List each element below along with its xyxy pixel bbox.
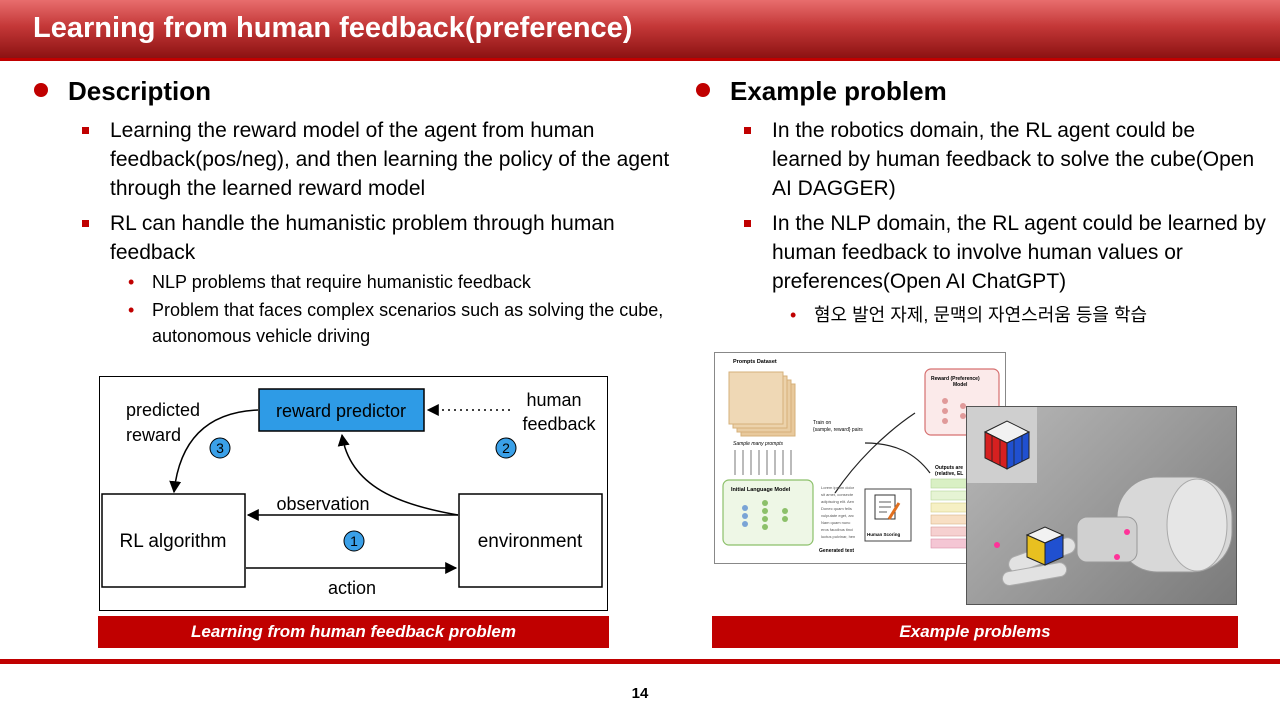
- scoring-arrow: [864, 442, 931, 474]
- human-feedback-label: human: [526, 390, 581, 410]
- lorem-line: vulputate eget, arc: [821, 513, 854, 518]
- step-3-number: 3: [216, 440, 224, 456]
- predicted-reward-arrow: [169, 409, 259, 494]
- page-number: 14: [631, 685, 649, 702]
- scoring-pencil-icon: [874, 494, 901, 520]
- heading-bullet-icon: [34, 83, 48, 97]
- rl-algorithm-label: RL algorithm: [119, 531, 226, 552]
- reward-model-label: Reward (Preference): [931, 376, 980, 382]
- environment-label: environment: [478, 531, 583, 552]
- subbullet-text: Problem that faces complex scenarios suc…: [152, 300, 664, 346]
- train-arrow: [834, 412, 916, 494]
- rlhf-training-svg: Prompts Dataset Sample many prompts Init…: [722, 359, 1000, 554]
- human-scoring-label: Human Scoring: [867, 532, 901, 537]
- lorem-line: Lorem ipsum dolor: [821, 485, 855, 490]
- example-heading: Example problem: [696, 76, 1266, 110]
- reward-predictor-label: reward predictor: [276, 401, 406, 421]
- heading-text: Example problem: [730, 76, 947, 106]
- held-cube-icon: [1025, 526, 1065, 566]
- lorem-line: luctus pulvinar, hen: [821, 534, 855, 539]
- prompts-stack: [728, 371, 796, 437]
- output-bars: [930, 478, 982, 549]
- initial-lm-box: [722, 479, 814, 546]
- bullet-item: Learning the reward model of the agent f…: [34, 116, 674, 203]
- lorem-line: sit amet, consecte: [821, 492, 854, 497]
- rlhf-diagram-svg: reward predictor RL algorithm environmen…: [101, 388, 603, 598]
- heading-bullet-icon: [696, 83, 710, 97]
- square-bullet-icon: [744, 127, 751, 134]
- step-1-badge: [343, 530, 365, 552]
- lorem-line: Donec quam felis: [821, 506, 852, 511]
- sample-arrows: [734, 450, 792, 475]
- right-column: Example problem In the robotics domain, …: [696, 76, 1266, 328]
- subbullet-text: NLP problems that require humanistic fee…: [152, 272, 531, 292]
- predicted-reward-label: reward: [126, 425, 181, 445]
- square-bullet-icon: [82, 127, 89, 134]
- title-rule: [0, 58, 1280, 61]
- observation-label: observation: [276, 494, 369, 514]
- bullet-item: In the NLP domain, the RL agent could be…: [696, 209, 1266, 296]
- bullet-item: In the robotics domain, the RL agent cou…: [696, 116, 1266, 203]
- rl-algorithm-box: [101, 493, 246, 588]
- bullet-text: RL can handle the humanistic problem thr…: [110, 212, 615, 264]
- train-on-label: Train on: [813, 420, 831, 426]
- robot-arm-shape: [994, 476, 1233, 587]
- prompts-dataset-label: Prompts Dataset: [733, 359, 777, 365]
- environment-box: [458, 493, 603, 588]
- lorem-line: Nam quam nunc: [821, 520, 850, 525]
- subbullet-text: 혐오 발언 자제, 문맥의 자연스러움 등을 학습: [814, 305, 1148, 325]
- outputs-label: Outputs are: [935, 465, 963, 471]
- right-caption: Example problems: [712, 616, 1238, 648]
- train-on-label: {sample, reward} pairs: [813, 427, 863, 433]
- left-column: Description Learning the reward model of…: [34, 76, 674, 349]
- generated-text-label: Generated text: [819, 548, 854, 554]
- slide-title: Learning from human feedback(preference): [33, 12, 633, 44]
- rlhf-training-figure: Prompts Dataset Sample many prompts Init…: [714, 352, 1006, 564]
- lorem-line: adipiscing elit. Aen: [821, 499, 854, 504]
- step-3-badge: [209, 437, 231, 459]
- sample-prompts-label: Sample many prompts: [733, 441, 784, 447]
- left-caption: Learning from human feedback problem: [98, 616, 609, 648]
- step-1-number: 1: [350, 533, 358, 549]
- lm-network-icon: [742, 500, 788, 530]
- reward-network-icon: [942, 398, 966, 424]
- description-heading: Description: [34, 76, 674, 110]
- robot-hand-cube-photo: [966, 406, 1237, 605]
- bullet-text: In the NLP domain, the RL agent could be…: [772, 212, 1266, 293]
- bullet-text: In the robotics domain, the RL agent cou…: [772, 119, 1255, 200]
- lorem-line: eros faucibus tinci: [821, 527, 853, 532]
- outputs-label: (relative, EL: [935, 471, 963, 477]
- dot-bullet-icon: •: [790, 305, 797, 325]
- footer-rule: [0, 659, 1280, 664]
- subbullet-item: • NLP problems that require humanistic f…: [34, 269, 674, 295]
- human-feedback-label: feedback: [522, 414, 596, 434]
- bullet-item: RL can handle the humanistic problem thr…: [34, 209, 674, 267]
- reward-model-label: Model: [953, 382, 968, 388]
- dot-bullet-icon: •: [128, 272, 135, 292]
- title-bar: Learning from human feedback(preference): [0, 0, 1280, 58]
- step-2-number: 2: [502, 440, 510, 456]
- dot-bullet-icon: •: [128, 300, 135, 320]
- initial-lm-label: Initial Language Model: [731, 487, 791, 493]
- action-label: action: [328, 578, 376, 598]
- predicted-reward-label: predicted: [126, 400, 200, 420]
- step-2-badge: [495, 437, 517, 459]
- square-bullet-icon: [82, 220, 89, 227]
- heading-text: Description: [68, 76, 212, 106]
- rubiks-cube-icon: [983, 420, 1031, 470]
- bullet-text: Learning the reward model of the agent f…: [110, 119, 670, 200]
- subbullet-item: • 혐오 발언 자제, 문맥의 자연스러움 등을 학습: [696, 302, 1266, 328]
- reward-predictor-box: [258, 388, 425, 432]
- square-bullet-icon: [744, 220, 751, 227]
- rlhf-diagram: reward predictor RL algorithm environmen…: [99, 376, 608, 611]
- robot-hand-svg: [967, 407, 1233, 587]
- subbullet-item: • Problem that faces complex scenarios s…: [34, 297, 674, 349]
- environment-to-predictor-arrow: [337, 433, 459, 516]
